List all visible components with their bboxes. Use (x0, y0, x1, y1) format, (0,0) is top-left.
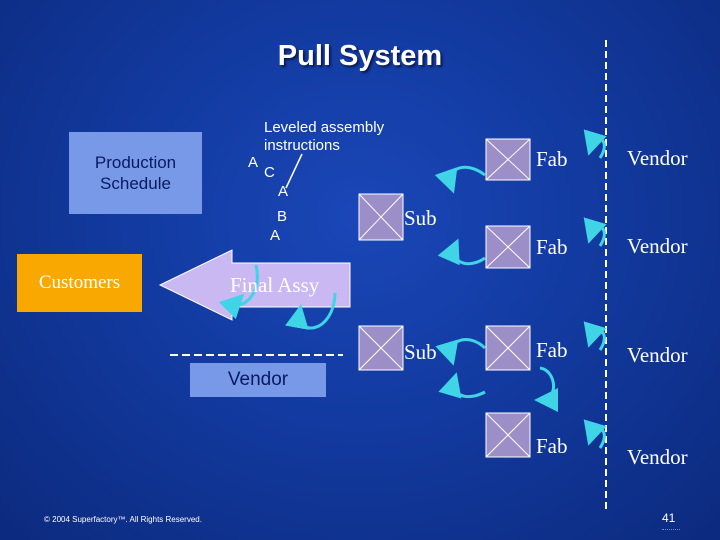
copyright-footer: © 2004 Superfactory™. All Rights Reserve… (44, 515, 202, 524)
kanban-square-fab-3 (485, 325, 531, 371)
loop-fab-1 (583, 129, 607, 159)
kanban-square-sub-top (358, 193, 404, 241)
leveled-assembly-label: Leveled assembly instructions (264, 119, 385, 154)
vendor-label-1: Vendor (627, 146, 688, 170)
fab-label-2: Fab (536, 235, 568, 259)
loop-final-assy-left (218, 264, 259, 320)
page-number: 41 (662, 511, 676, 525)
fab-label-1: Fab (536, 147, 568, 171)
sequence-letter-b: B (277, 208, 288, 225)
fab-label-4: Fab (536, 434, 568, 458)
loop-sub-to-fab-bottom (534, 366, 559, 412)
sequence-letter-a2: A (278, 183, 289, 200)
loop-sub-top-right (437, 238, 486, 266)
page-number-dots (662, 529, 680, 532)
loop-final-assy-right (285, 292, 337, 330)
loop-sub-bottom-right (438, 372, 486, 399)
sequence-letter-a1: A (248, 154, 259, 171)
vendor-label-3: Vendor (627, 343, 688, 367)
vendor-box: Vendor (190, 363, 326, 397)
kanban-square-fab-4 (485, 412, 531, 458)
sequence-letter-c: C (264, 164, 275, 181)
loop-fab-2 (583, 217, 607, 247)
production-schedule-box: Production Schedule (69, 132, 202, 214)
loop-sub-top-left (434, 165, 486, 194)
fab-label-3: Fab (536, 338, 568, 362)
loop-fab-3 (583, 321, 607, 351)
sub-label-top: Sub (404, 206, 437, 230)
loop-sub-bottom-left (435, 338, 487, 366)
vendor-label-4: Vendor (627, 445, 688, 469)
customers-box: Customers (17, 254, 142, 312)
kanban-square-fab-2 (485, 225, 531, 269)
kanban-square-sub-bottom (358, 325, 404, 371)
loop-fab-4 (583, 419, 607, 449)
page-title: Pull System (277, 40, 443, 72)
leveled-pointer-line (285, 153, 303, 189)
vendor-label-2: Vendor (627, 234, 688, 258)
sequence-letter-a3: A (270, 227, 281, 244)
kanban-square-fab-1 (485, 138, 531, 181)
final-assy-label: Final Assy (230, 273, 320, 297)
sub-label-bottom: Sub (404, 340, 437, 364)
